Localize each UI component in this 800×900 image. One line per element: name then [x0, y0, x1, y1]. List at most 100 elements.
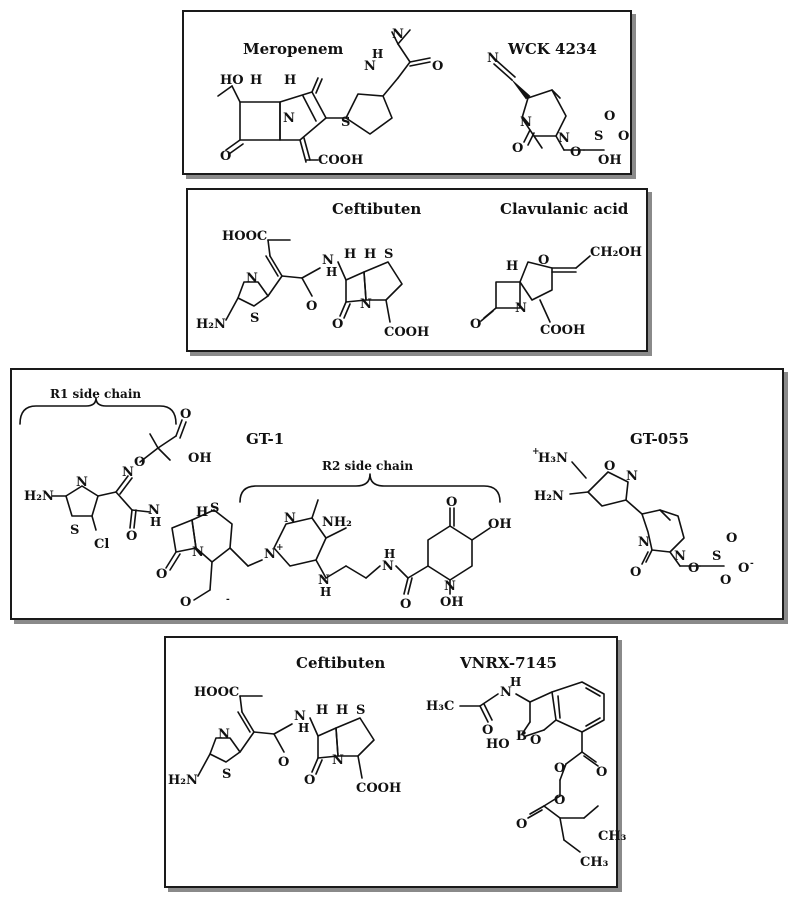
ceftibuten-2-nh-h: H	[298, 721, 309, 735]
wck4234-s: S	[594, 129, 603, 144]
ceftibuten-1-o2: O	[332, 317, 343, 332]
clavulanic-acid-n: N	[515, 301, 527, 316]
gt1-n-pyr-plus: N	[264, 547, 276, 562]
gt1-s-thz: S	[70, 523, 79, 538]
gt1-minus: -	[226, 595, 230, 605]
vnrx7145-name: VNRX-7145	[459, 654, 557, 672]
gt055-o1: O	[726, 531, 737, 546]
ceftibuten-2-s-thz: S	[222, 767, 231, 782]
wck4234-name: WCK 4234	[507, 40, 597, 58]
vnrx7145-o-ester2: O	[554, 761, 565, 776]
gt055-h3n: H₃N	[538, 451, 568, 466]
meropenem-nme2: N	[392, 27, 404, 42]
ceftibuten-1-nh: N	[322, 253, 334, 268]
ceftibuten-2-h1: H	[316, 703, 328, 718]
ceftibuten-2-o1: O	[278, 755, 289, 770]
gt1-s: S	[210, 501, 219, 516]
vnrx7145-nh-h: H	[510, 675, 521, 689]
gt055-o-isox: O	[604, 459, 615, 474]
ceftibuten-2-nh: N	[294, 709, 306, 724]
gt055-o-carbonyl: O	[630, 565, 641, 580]
ceftibuten-1-name: Ceftibuten	[332, 200, 421, 218]
ceftibuten-1-h2n: H₂N	[196, 317, 226, 332]
vnrx7145-o-ether: O	[554, 793, 565, 808]
gt1-nh: N	[148, 503, 160, 518]
ceftibuten-2-hooc: HOOC	[194, 685, 239, 700]
ceftibuten-1-hooc: HOOC	[222, 229, 267, 244]
meropenem-o: O	[220, 149, 231, 164]
gt1-o-link-amide: O	[400, 597, 411, 612]
ceftibuten-2-structure: Ceftibuten HOOC N H H H S N O O COO	[168, 654, 401, 796]
gt055-n2: N	[674, 549, 686, 564]
meropenem-structure: Meropenem HO H H N O COOH S N	[217, 27, 443, 168]
gt1-r1-side-chain: R1 side chain	[50, 387, 141, 401]
gt1-oh-pyridone: OH	[440, 595, 464, 610]
ceftibuten-1-structure: Ceftibuten HOOC N H H H S N O O COO	[196, 200, 429, 340]
gt1-r2-side-chain: R2 side chain	[322, 459, 413, 473]
meropenem-h2: H	[284, 73, 296, 88]
gt055-structure: GT-055 H₃N + H₂N O N N N O O S O O O -	[532, 430, 754, 588]
ceftibuten-2-n: N	[332, 753, 344, 768]
meropenem-h1: H	[250, 73, 262, 88]
ceftibuten-2-s: S	[356, 703, 365, 718]
clavulanic-acid-h: H	[506, 259, 518, 274]
gt1-name: GT-1	[246, 430, 284, 448]
gt1-o-lactam: O	[156, 567, 167, 582]
gt1-oh-acid: OH	[188, 451, 212, 466]
gt055-o-ester: O	[688, 561, 699, 576]
gt1-nh2: NH₂	[322, 515, 352, 530]
clavulanic-acid-o: O	[470, 317, 481, 332]
gt1-h-link2: H	[384, 547, 395, 561]
panel-gt1-gt055	[10, 368, 784, 620]
wck4234-o-ester: O	[570, 145, 581, 160]
ceftibuten-1-h2: H	[364, 247, 376, 262]
gt055-o-minus: O	[738, 561, 749, 576]
clavulanic-acid-cooh: COOH	[540, 323, 585, 338]
gt1-o-oxime: O	[134, 455, 145, 470]
ceftibuten-1-cooh: COOH	[384, 325, 429, 340]
ceftibuten-2-name: Ceftibuten	[296, 654, 385, 672]
gt1-oh-ring: OH	[488, 517, 512, 532]
vnrx7145-o-ester: O	[596, 765, 607, 780]
vnrx7145-h3c: H₃C	[426, 699, 454, 714]
clavulanic-acid-o-ring: O	[538, 253, 549, 268]
ceftibuten-2-o2: O	[304, 773, 315, 788]
vnrx7145-ho: HO	[486, 737, 510, 752]
gt1-h-beta: H	[196, 505, 208, 520]
meropenem-cooh: COOH	[318, 153, 363, 168]
gt1-o-pyridone: O	[446, 495, 457, 510]
gt1-n-oxime: N	[122, 465, 134, 480]
gt055-h2n: H₂N	[534, 489, 564, 504]
vnrx7145-ch3-a: CH₃	[598, 829, 627, 844]
vnrx7145-b: B	[516, 729, 527, 744]
ceftibuten-1-nh-h: H	[326, 265, 337, 279]
gt1-o-amide: O	[126, 529, 137, 544]
meropenem-n: N	[283, 111, 295, 126]
gt1-n-pyridone: N	[444, 579, 456, 594]
meropenem-name: Meropenem	[243, 40, 344, 58]
ceftibuten-2-cooh: COOH	[356, 781, 401, 796]
gt1-h-link: H	[320, 585, 331, 599]
gt1-o-carboxylate: O	[180, 595, 191, 610]
vnrx7145-ch3-b: CH₃	[580, 855, 609, 870]
vnrx7145-o-amide: O	[482, 723, 493, 738]
wck4234-o-carbonyl: O	[512, 141, 523, 156]
meropenem-nh-h: H	[372, 47, 383, 61]
ceftibuten-1-s: S	[384, 247, 393, 262]
ceftibuten-2-h2: H	[336, 703, 348, 718]
gt1-structure: GT-1 R1 side chain R2 side chain	[19, 387, 512, 612]
wck4234-o1: O	[604, 109, 615, 124]
clavulanic-acid-name: Clavulanic acid	[500, 200, 629, 218]
vnrx7145-structure: VNRX-7145 H₃C	[426, 654, 627, 870]
meropenem-amide-o: O	[432, 59, 443, 74]
gt1-n-pyr1: N	[284, 511, 296, 526]
gt055-o2: O	[720, 573, 731, 588]
gt055-plus: +	[532, 447, 540, 457]
clavulanic-acid-structure: Clavulanic acid H O CH₂OH N O COOH	[470, 200, 642, 338]
wck4234-structure: WCK 4234 N N N O O S O O OH	[487, 40, 629, 168]
clavulanic-acid-ch2oh: CH₂OH	[590, 245, 642, 260]
gt1-h2n: H₂N	[24, 489, 54, 504]
ceftibuten-1-s-thz: S	[250, 311, 259, 326]
